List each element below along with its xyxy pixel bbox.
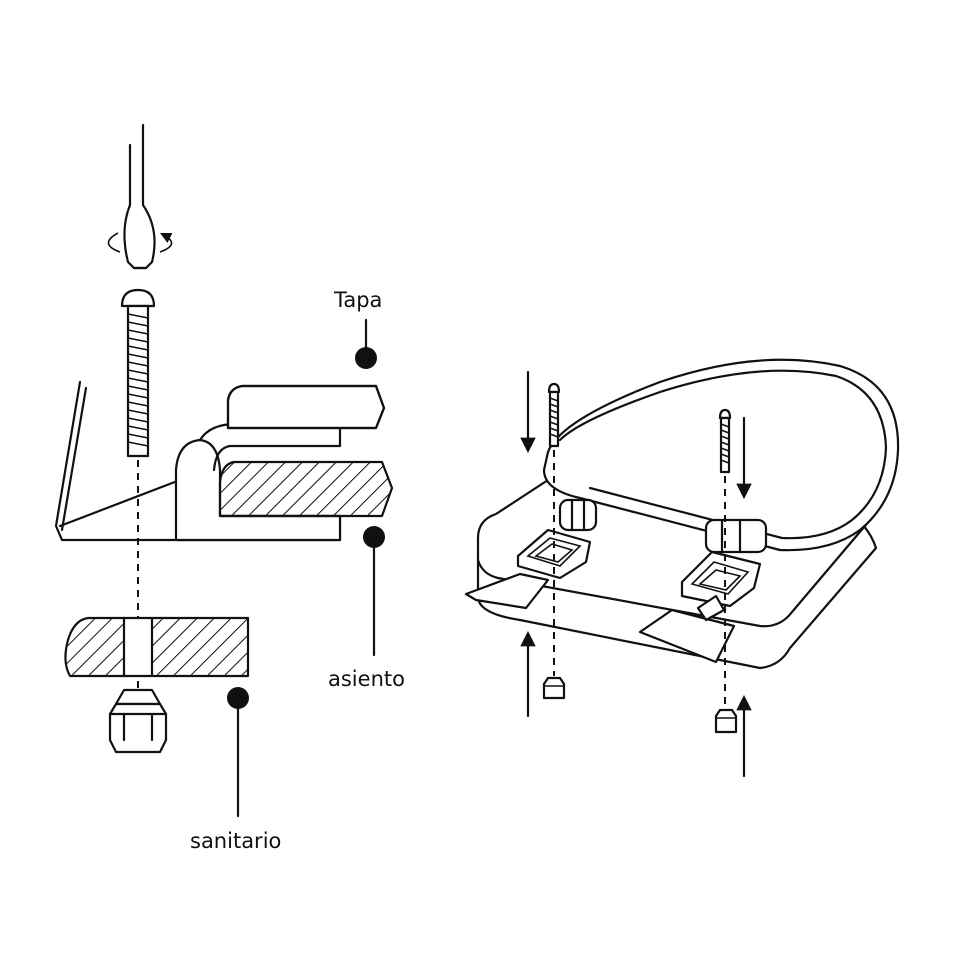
hinge-left bbox=[558, 498, 598, 532]
nut-icon bbox=[108, 688, 168, 754]
lid-slab bbox=[226, 384, 386, 430]
nut-icon bbox=[542, 676, 566, 700]
bolt-icon bbox=[120, 288, 156, 458]
base-plate-right bbox=[638, 550, 762, 664]
bolt-icon bbox=[718, 408, 732, 474]
toilet-slab bbox=[64, 616, 250, 678]
callout-seat bbox=[363, 526, 385, 657]
cross-section-detail: Tapa asiento sanitario bbox=[54, 123, 405, 853]
bolt-icon bbox=[547, 382, 561, 448]
hinge-right bbox=[704, 518, 768, 554]
rotation-arrow-icon bbox=[107, 232, 173, 253]
label-lid: Tapa bbox=[333, 288, 382, 312]
screwdriver-icon bbox=[123, 123, 156, 270]
nut-icon bbox=[714, 708, 738, 734]
callout-lid bbox=[355, 318, 377, 369]
label-toilet: sanitario bbox=[190, 829, 281, 853]
seat-slab bbox=[220, 462, 392, 516]
perspective-assembly bbox=[464, 358, 900, 778]
callout-toilet bbox=[227, 687, 249, 818]
label-seat: asiento bbox=[328, 667, 405, 691]
